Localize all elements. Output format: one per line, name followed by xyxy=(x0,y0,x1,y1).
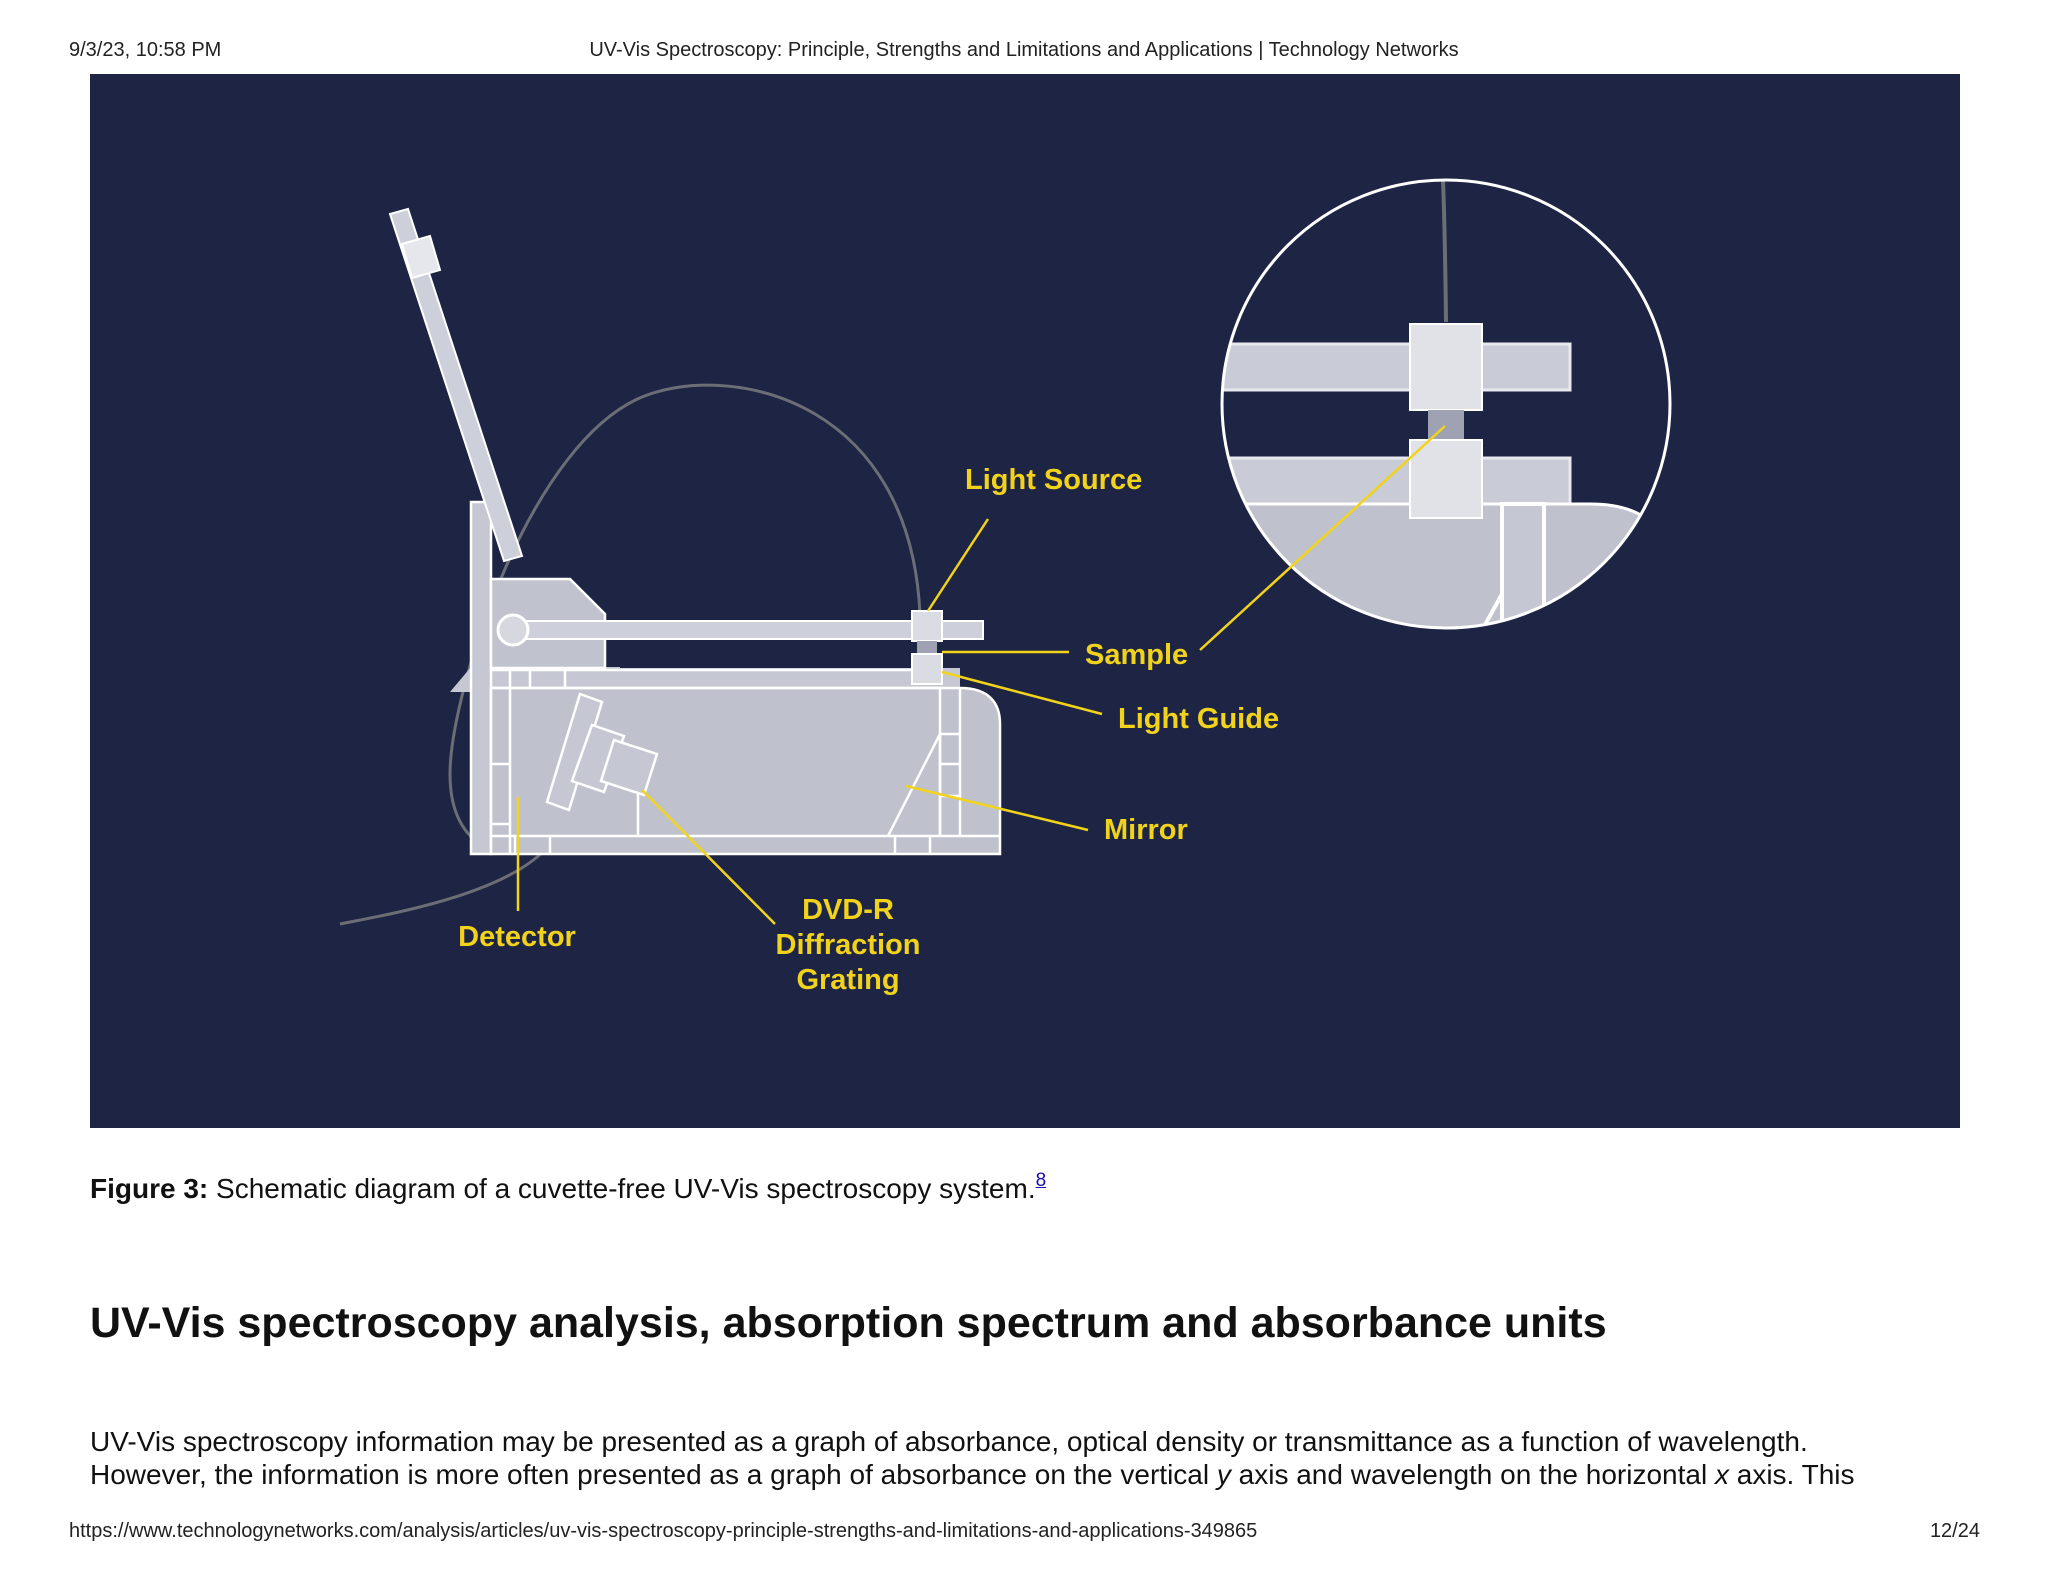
paragraph-line-2-c: axis. This xyxy=(1728,1459,1855,1490)
label-detector: Detector xyxy=(458,921,576,953)
paragraph-line-2-b: axis and wavelength on the horizontal xyxy=(1230,1459,1715,1490)
caption-text: Schematic diagram of a cuvette-free UV-V… xyxy=(208,1173,1036,1204)
leader-lines xyxy=(516,425,1446,925)
y-axis-italic: y xyxy=(1216,1459,1231,1490)
label-light-guide: Light Guide xyxy=(1118,703,1279,735)
magnified-inset xyxy=(1220,178,1672,630)
figure-image: Light Source Sample Light Guide Mirror D… xyxy=(90,74,1960,1128)
print-page-title: UV-Vis Spectroscopy: Principle, Strength… xyxy=(589,39,1459,61)
spectroscopy-schematic: Light Source Sample Light Guide Mirror D… xyxy=(339,178,1672,996)
page-number: 12/24 xyxy=(1929,1520,1980,1542)
reference-link[interactable]: 8 xyxy=(1035,1170,1047,1191)
label-grating-line3: Grating xyxy=(796,964,899,996)
section-heading: UV-Vis spectroscopy analysis, absorption… xyxy=(90,1299,1607,1347)
light-source-stick xyxy=(388,207,530,647)
label-grating-line2: Diffraction xyxy=(776,929,921,961)
label-light-source: Light Source xyxy=(965,464,1142,496)
paragraph-line-2-a: However, the information is more often p… xyxy=(90,1459,1217,1490)
label-grating-line1: DVD-R xyxy=(802,894,894,926)
detector-assembly xyxy=(545,692,659,812)
body-paragraph: UV-Vis spectroscopy information may be p… xyxy=(90,1425,1970,1491)
spectrometer-body xyxy=(450,500,1002,856)
print-date: 9/3/23, 10:58 PM xyxy=(69,39,222,61)
x-axis-italic: x xyxy=(1714,1459,1729,1490)
caption-label: Figure 3: xyxy=(90,1173,209,1204)
figure-caption: Figure 3: Schematic diagram of a cuvette… xyxy=(90,1170,1046,1205)
paragraph-line-1: UV-Vis spectroscopy information may be p… xyxy=(90,1426,1808,1457)
label-sample: Sample xyxy=(1085,639,1188,671)
print-url: https://www.technologynetworks.com/analy… xyxy=(69,1520,1258,1542)
label-mirror: Mirror xyxy=(1104,814,1188,846)
